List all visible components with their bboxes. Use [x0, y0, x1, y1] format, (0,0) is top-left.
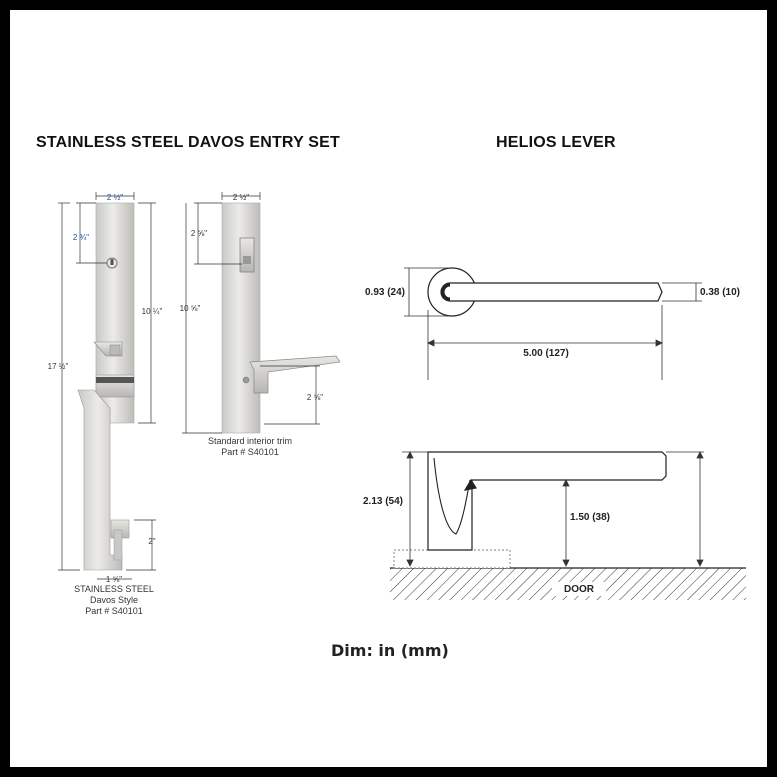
- dim-lever-length: 5.00 (127): [523, 348, 569, 359]
- drawing-canvas: 2 ½" 2 ¾" 10 ¼" 17 ½" 2" 1 ⅝" 2 ½" 2 ⅝" …: [48, 192, 746, 600]
- dim-lever-thickness: 0.38 (10): [700, 287, 740, 298]
- exterior-grip-handle: [77, 389, 130, 571]
- dim-plate-width: 2 ½": [107, 193, 123, 202]
- exterior-caption-line: Part # S40101: [85, 606, 143, 616]
- lever-top-dimensions: [404, 267, 702, 380]
- dim-thumb-width: 1 ⅝": [106, 575, 122, 584]
- lever-top-view: [427, 267, 663, 317]
- exterior-caption: STAINLESS STEEL Davos Style Part # S4010…: [54, 584, 174, 617]
- door-surface: [390, 549, 746, 600]
- dim-turn-offset: 2 ⅝": [191, 229, 207, 238]
- dim-cylinder-offset: 2 ¾": [73, 233, 89, 242]
- interior-escutcheon: [221, 202, 261, 434]
- exterior-caption-line: STAINLESS STEEL: [74, 584, 154, 594]
- lever-side-view: [427, 451, 667, 551]
- lever-side-dimensions: [402, 451, 704, 567]
- dim-projection: 2.13 (54): [363, 496, 403, 507]
- exterior-caption-line: Davos Style: [89, 595, 139, 605]
- dim-interior-plate-width: 2 ½": [233, 193, 249, 202]
- exterior-escutcheon: [93, 202, 135, 424]
- dim-overall-height: 17 ½": [48, 362, 69, 371]
- door-label: DOOR: [564, 584, 595, 595]
- units-note: Dim: in (mm): [331, 641, 449, 660]
- interior-dimension-lines: [182, 192, 320, 434]
- interior-caption-line: Part # S40101: [221, 447, 279, 457]
- dim-lever-drop: 2 ⅝": [307, 393, 323, 402]
- interior-caption-line: Standard interior trim: [207, 436, 293, 446]
- dim-clearance: 1.50 (38): [570, 512, 610, 523]
- exterior-dimension-lines: [58, 192, 156, 580]
- dim-interior-plate-height: 10 ⅝": [180, 304, 201, 313]
- dim-plate-height: 10 ¼": [142, 307, 163, 316]
- thumb-turn-icon: [239, 237, 255, 273]
- entry-set-title: STAINLESS STEEL DAVOS ENTRY SET: [36, 134, 341, 151]
- lever-title: HELIOS LEVER: [496, 134, 616, 151]
- dim-thumb-height: 2": [148, 537, 155, 546]
- diagram-sheet: STAINLESS STEEL DAVOS ENTRY SET HELIOS L…: [10, 10, 767, 767]
- interior-caption: Standard interior trim Part # S40101: [190, 436, 310, 458]
- interior-lever: [249, 355, 341, 394]
- dim-rose-diameter: 0.93 (24): [365, 287, 405, 298]
